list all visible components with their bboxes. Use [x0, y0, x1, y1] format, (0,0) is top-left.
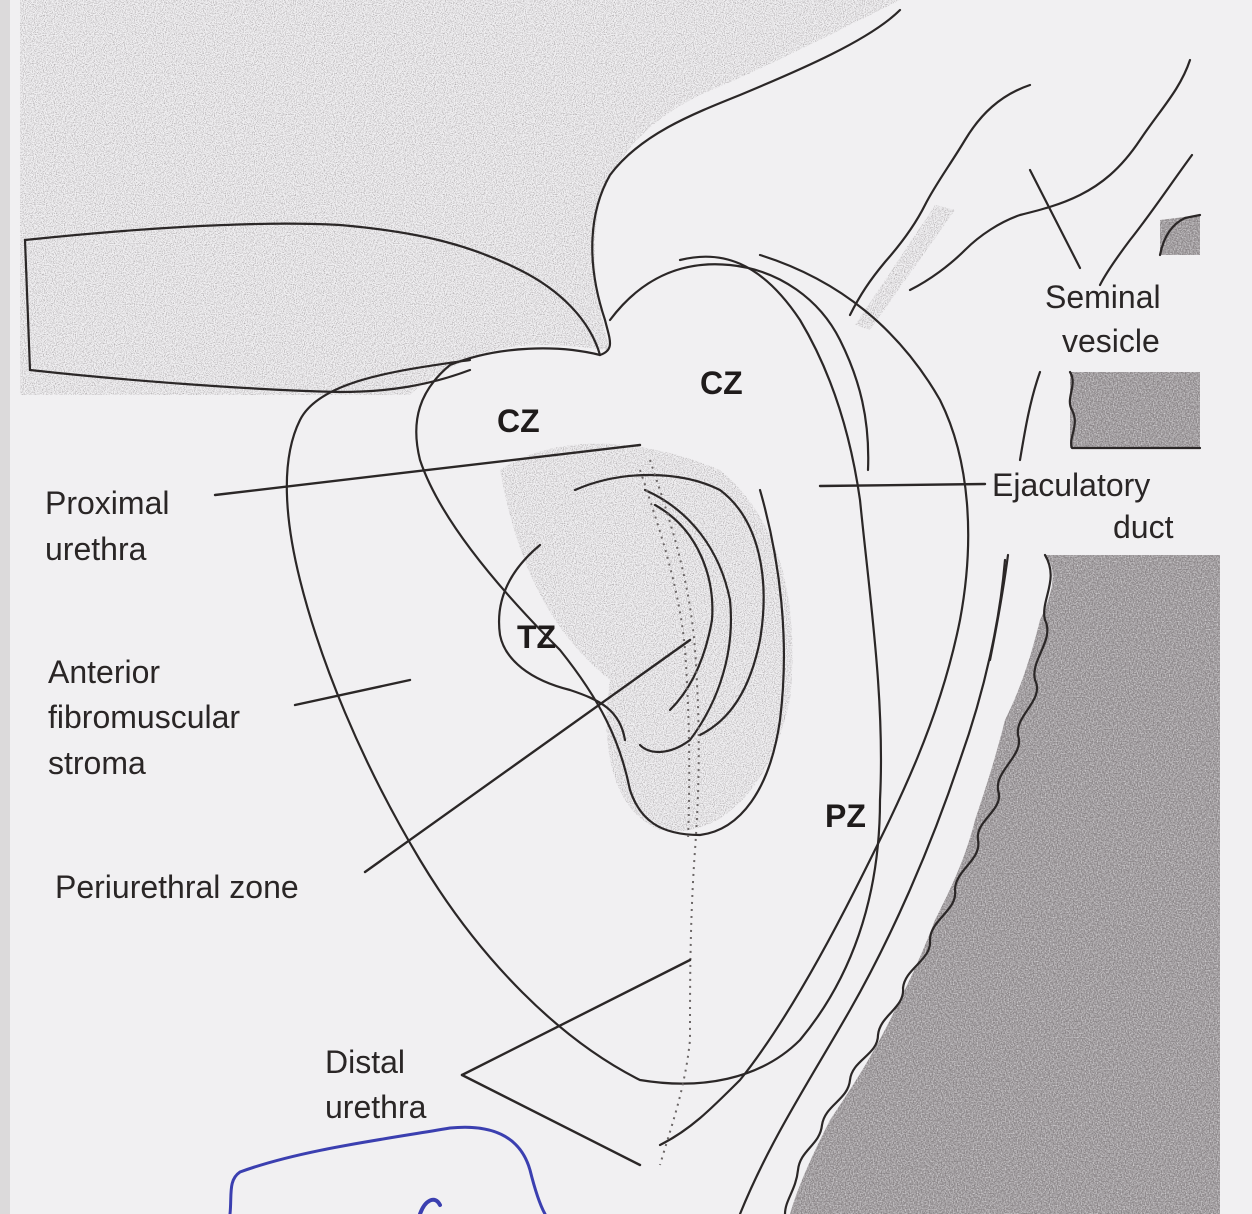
zone-label-cz-left: CZ: [497, 403, 540, 439]
zone-label-cz-right: CZ: [700, 365, 743, 401]
zone-label-tz: TZ: [517, 619, 556, 655]
label-proximal-urethra-2: urethra: [45, 531, 147, 567]
label-distal-urethra-1: Distal: [325, 1044, 405, 1080]
rectum-stipple-upper: [1070, 372, 1200, 448]
label-seminal-vesicle-1: Seminal: [1045, 279, 1161, 315]
label-afs-2: fibromuscular: [48, 699, 240, 735]
label-ejaculatory-duct-1: Ejaculatory: [992, 467, 1150, 503]
label-periurethral-zone: Periurethral zone: [55, 869, 299, 905]
label-afs-1: Anterior: [48, 654, 160, 690]
zone-label-pz: PZ: [825, 798, 866, 834]
paper-left-edge-shadow: [0, 0, 10, 1214]
label-distal-urethra-2: urethra: [325, 1089, 427, 1125]
label-afs-3: stroma: [48, 745, 146, 781]
label-seminal-vesicle-2: vesicle: [1062, 323, 1160, 359]
label-ejaculatory-duct-2: duct: [1113, 509, 1174, 545]
label-proximal-urethra-1: Proximal: [45, 485, 169, 521]
